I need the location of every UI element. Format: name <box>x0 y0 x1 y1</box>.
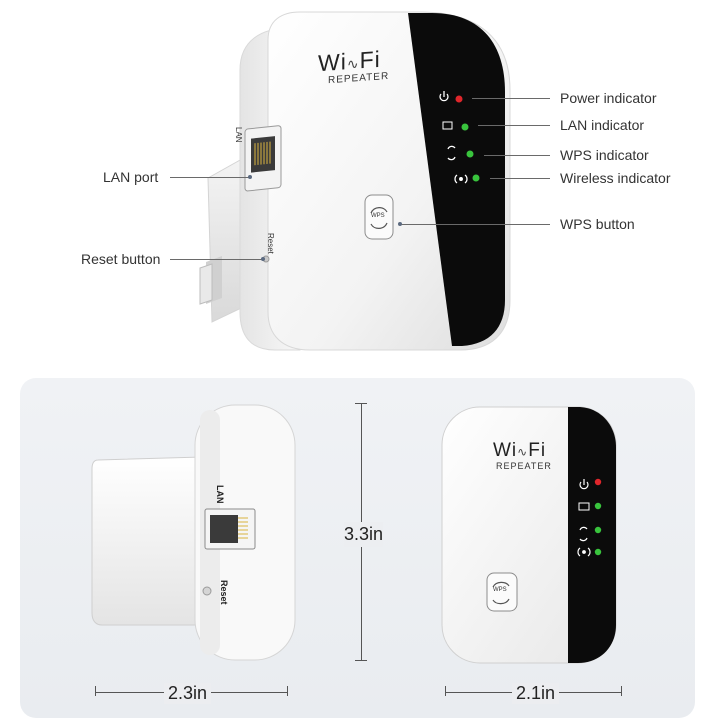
front-brand-fi: Fi <box>528 440 547 461</box>
wps-button-callout-dot <box>398 222 402 226</box>
side-width-tick-right <box>287 686 288 696</box>
front-width-tick-right <box>621 686 622 696</box>
front-width-label: 2.1in <box>512 683 560 704</box>
front-brand-logo: Wi∿Fi <box>493 440 546 462</box>
wps-led <box>466 150 474 158</box>
front-wifi-icon: ∿ <box>517 445 529 459</box>
wps-button-illustration <box>364 194 394 240</box>
side-width-label: 2.3in <box>164 683 212 704</box>
reset-callout-dot <box>261 257 265 261</box>
wps-label: WPS <box>371 213 385 219</box>
front-width-tick-left <box>445 686 446 696</box>
height-label: 3.3in <box>344 522 384 547</box>
port-label: LAN <box>234 127 243 143</box>
side-width-tick-left <box>95 686 96 696</box>
brand-fi: Fi <box>359 45 381 74</box>
wps-callout-line <box>484 155 550 156</box>
side-view-illustration <box>91 404 296 661</box>
wifi-icon: ∿ <box>346 55 360 73</box>
lan-port-callout-line <box>170 177 250 178</box>
brand-wi: Wi <box>318 48 347 77</box>
lan-port-callout-dot <box>248 175 252 179</box>
plug-prong <box>199 256 222 305</box>
wireless-callout-line <box>490 178 550 179</box>
power-callout-line <box>472 98 550 99</box>
wps-indicator-label: WPS indicator <box>560 147 649 163</box>
wireless-indicator-label: Wireless indicator <box>560 170 671 186</box>
reset-button-label: Reset button <box>81 251 161 267</box>
wireless-led <box>472 174 480 182</box>
lan-port-illustration <box>244 125 282 192</box>
front-wps-label: WPS <box>493 587 507 593</box>
power-indicator-label: Power indicator <box>560 90 657 106</box>
lan-callout-line <box>478 125 550 126</box>
front-view-illustration <box>441 406 617 664</box>
reset-callout-line <box>170 259 262 260</box>
repeater-3d-illustration <box>199 11 511 351</box>
front-model-label: REPEATER <box>496 461 552 471</box>
front-brand-wi: Wi <box>493 440 518 461</box>
power-led <box>455 95 463 103</box>
wps-button-label: WPS button <box>560 216 635 232</box>
lan-port-label: LAN port <box>103 169 159 185</box>
side-port-label: LAN <box>215 485 225 504</box>
lan-led <box>461 123 469 131</box>
wps-button-callout-line <box>400 224 550 225</box>
side-reset-label: Reset <box>219 580 229 605</box>
lan-indicator-label: LAN indicator <box>560 117 645 133</box>
reset-label: Reset <box>266 233 275 254</box>
height-tick-bottom <box>355 660 367 661</box>
